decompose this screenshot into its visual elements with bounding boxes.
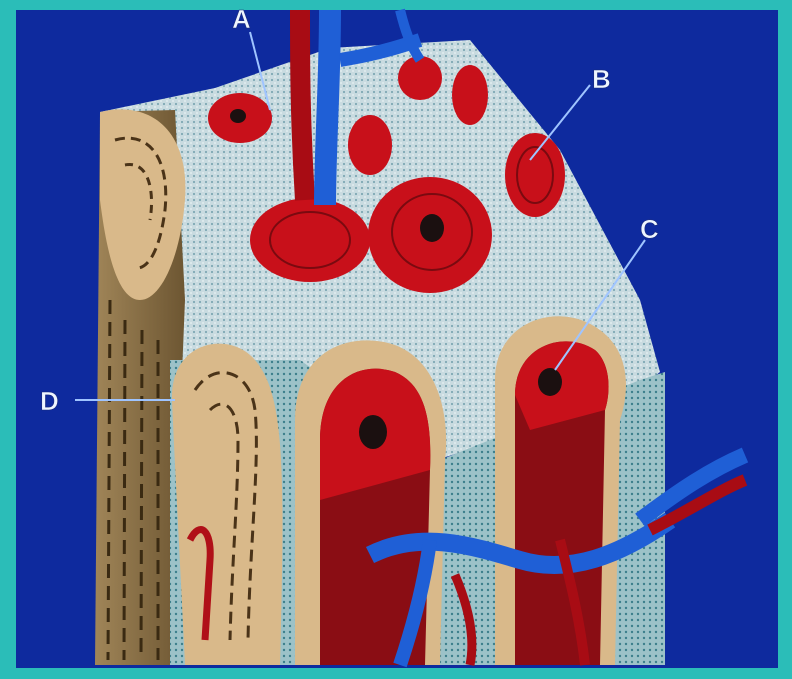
label-b: B: [592, 64, 611, 94]
label-d: D: [40, 386, 59, 416]
osteon-right: [495, 316, 626, 665]
label-a: A: [232, 4, 251, 34]
osteon-longitudinal-left: [172, 344, 283, 665]
osteon-central: [295, 340, 446, 665]
label-c: C: [640, 214, 659, 244]
